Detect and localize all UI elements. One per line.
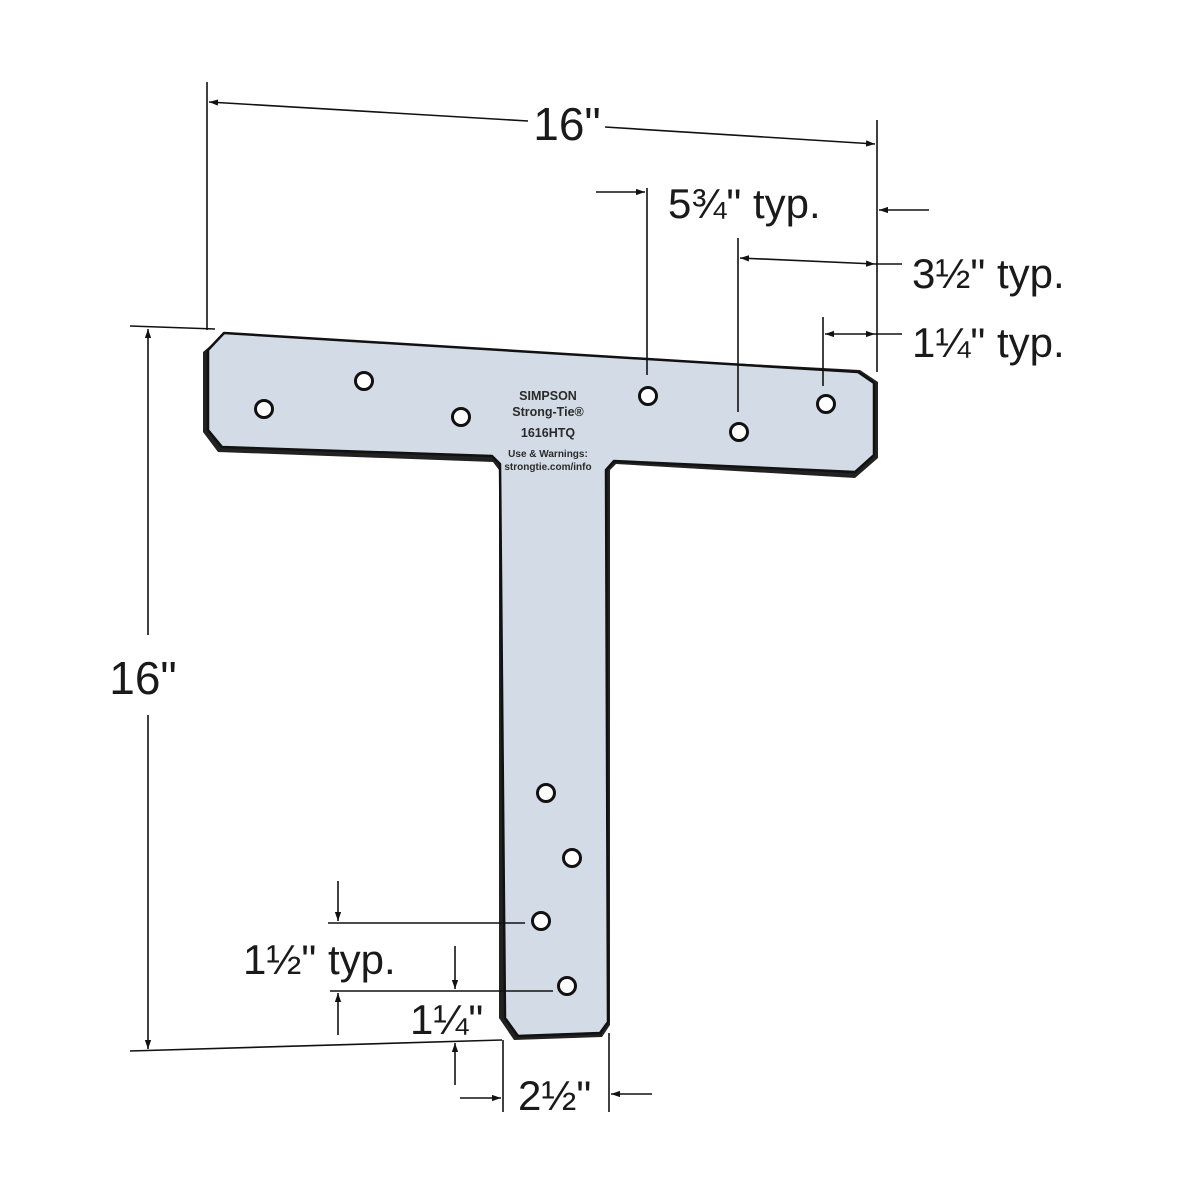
hole-icon xyxy=(254,399,274,419)
top-mid-spacing-label: 3½" typ. xyxy=(912,250,1065,297)
hole-icon xyxy=(816,394,836,414)
stamp-model: 1616HTQ xyxy=(521,426,575,440)
top-bar-holes xyxy=(254,371,836,442)
t-strap-plate: SIMPSON Strong-Tie® 1616HTQ Use & Warnin… xyxy=(203,331,878,1040)
hole-icon xyxy=(729,422,749,442)
dimension-lines xyxy=(129,82,929,1112)
hole-icon xyxy=(451,407,471,427)
hole-icon xyxy=(531,911,551,931)
hole-icon xyxy=(536,783,556,803)
stamp-brand: SIMPSON xyxy=(519,389,577,403)
stamp-url: strongtie.com/info xyxy=(504,462,591,473)
manufacturer-stamp: SIMPSON Strong-Tie® 1616HTQ Use & Warnin… xyxy=(504,389,591,473)
hole-icon xyxy=(557,976,577,996)
stamp-warning: Use & Warnings: xyxy=(508,449,588,460)
hole-icon xyxy=(354,371,374,391)
top-hole-spacing-label: 5¾" typ. xyxy=(668,180,821,227)
top-edge-distance-label: 1¼" typ. xyxy=(912,319,1065,366)
hole-icon xyxy=(562,848,582,868)
hole-icon xyxy=(638,386,658,406)
stamp-brand-sub: Strong-Tie® xyxy=(512,405,584,419)
overall-height-label: 16" xyxy=(109,652,177,704)
leg-edge-distance-label: 1¼" xyxy=(410,996,483,1043)
leg-hole-spacing-label: 1½" typ. xyxy=(243,936,396,983)
dimension-labels: 16" 16" 5¾" typ. 3½" typ. 1¼" typ. 1½" t… xyxy=(109,98,1064,1119)
leg-width-label: 2½" xyxy=(518,1072,591,1119)
leg-holes xyxy=(531,783,582,996)
overall-width-label: 16" xyxy=(533,98,601,150)
